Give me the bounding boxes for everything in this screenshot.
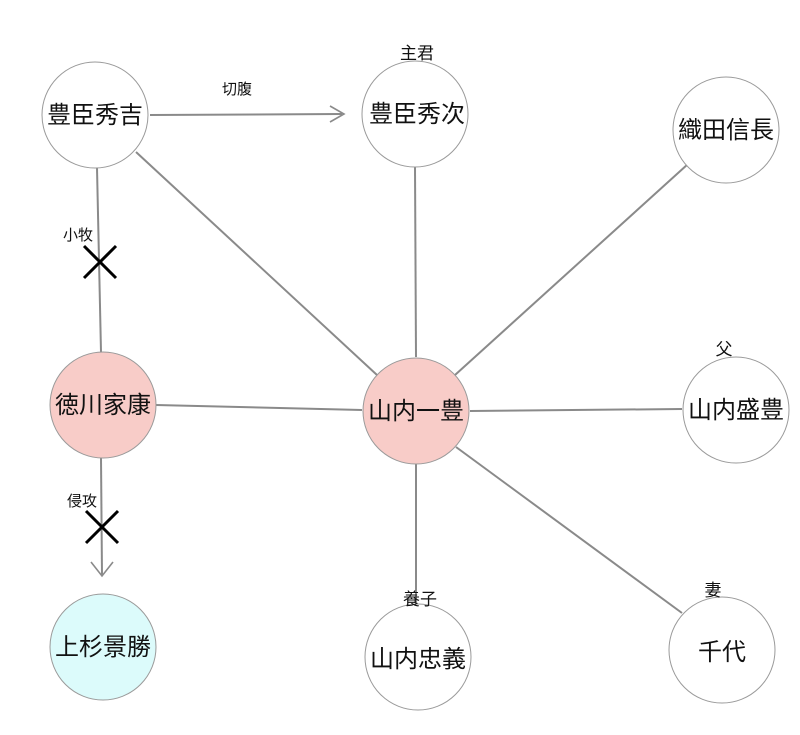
edge-hideyoshi-hidetsugu [149, 113, 343, 116]
edge-ieyasu-kagekatsu [100, 457, 103, 576]
role-label-tadayoshi: 養子 [403, 590, 437, 610]
node-label-ieyasu: 徳川家康 [55, 391, 151, 419]
cross-mark-komaki [82, 244, 118, 280]
edges [90, 105, 689, 614]
node-kagekatsu[interactable]: 上杉景勝 [49, 593, 157, 701]
arrow-head-hidetsugu [329, 105, 346, 123]
node-label-hideyoshi: 豊臣秀吉 [47, 101, 143, 129]
node-circle-hidetsugu [361, 60, 469, 168]
arrow-head-kagekatsu [90, 561, 114, 578]
node-hideyoshi[interactable]: 豊臣秀吉 [41, 61, 149, 169]
node-nobunaga[interactable]: 織田信長 [672, 76, 780, 184]
edge-hidetsugu-kazutoyo [414, 166, 417, 358]
node-circle-chiyo [668, 596, 776, 704]
node-tadayoshi[interactable]: 山内忠義 養子 [364, 590, 472, 711]
edge-nobunaga-kazutoyo [454, 163, 689, 376]
edge-kazutoyo-moritoyo [469, 408, 683, 412]
node-circle-moritoyo [682, 356, 790, 464]
node-kazutoyo[interactable]: 山内一豊 [362, 357, 470, 465]
node-circle-hideyoshi [41, 61, 149, 169]
node-label-kagekatsu: 上杉景勝 [55, 633, 151, 661]
edge-hideyoshi-kazutoyo [135, 151, 378, 376]
cross-mark-shinko [84, 509, 120, 545]
edge-label-komaki: 小牧 [63, 226, 93, 244]
node-label-kazutoyo: 山内一豊 [368, 397, 464, 425]
edge-label-shinko: 侵攻 [67, 492, 97, 510]
node-label-hidetsugu: 豊臣秀次 [369, 100, 465, 128]
node-circle-nobunaga [672, 76, 780, 184]
node-label-moritoyo: 山内盛豊 [688, 396, 784, 424]
edge-kazutoyo-chiyo [455, 446, 683, 614]
edge-ieyasu-kazutoyo [155, 404, 363, 411]
node-label-chiyo: 千代 [698, 638, 746, 666]
node-chiyo[interactable]: 千代 妻 [668, 581, 776, 704]
node-circle-kazutoyo [362, 357, 470, 465]
edge-label-seppuku: 切腹 [222, 80, 252, 98]
node-circle-ieyasu [49, 351, 157, 459]
role-label-chiyo: 妻 [705, 581, 722, 601]
node-hidetsugu[interactable]: 豊臣秀次 主君 [361, 44, 469, 168]
role-label-moritoyo: 父 [716, 340, 733, 360]
node-moritoyo[interactable]: 山内盛豊 父 [682, 340, 790, 464]
node-circle-kagekatsu [49, 593, 157, 701]
node-label-tadayoshi: 山内忠義 [370, 645, 466, 673]
node-circle-tadayoshi [364, 603, 472, 711]
role-label-hidetsugu: 主君 [400, 44, 434, 64]
node-ieyasu[interactable]: 徳川家康 [49, 351, 157, 459]
node-label-nobunaga: 織田信長 [678, 116, 774, 144]
